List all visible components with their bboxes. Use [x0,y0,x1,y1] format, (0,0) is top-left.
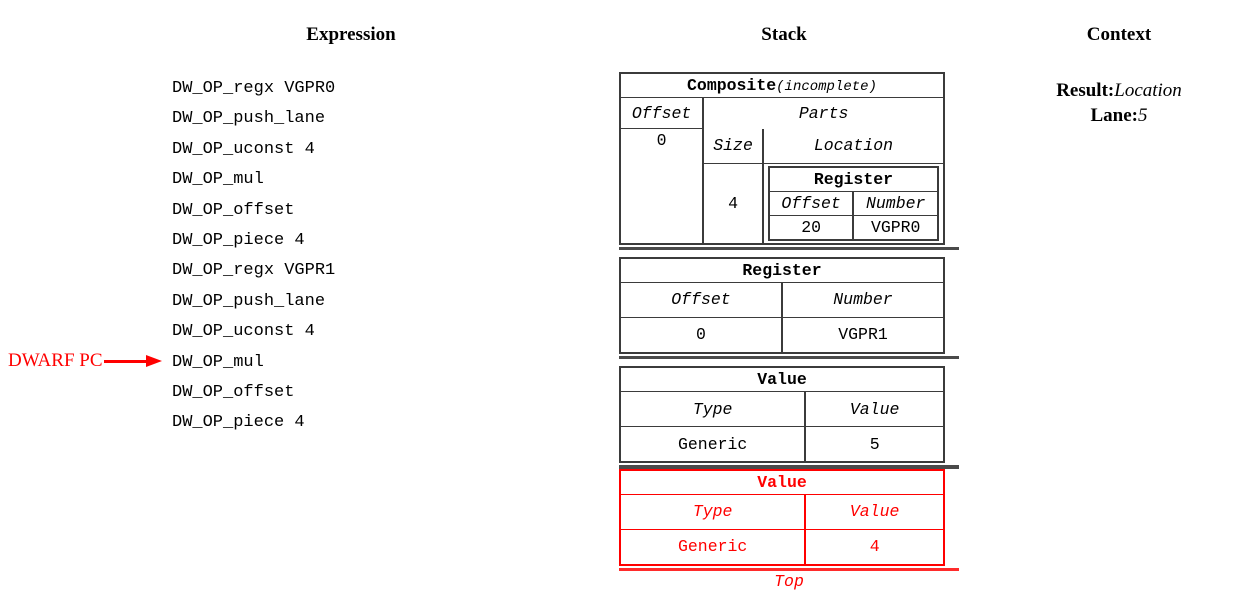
value-col2-header: Value [805,391,943,428]
value-top-col1-value: Generic [621,529,807,564]
value-top-table: Value Type Value Generic 4 [621,470,943,564]
nested-register-number-value: VGPR0 [870,217,921,237]
expression-op-line: DW_OP_push_lane [172,291,326,311]
expression-op-line: DW_OP_mul [172,352,264,372]
register-col2-header: Number [782,282,943,318]
composite-size-header: Size [703,128,764,164]
value-table: Value Type Value Generic 5 [621,368,943,462]
nested-register-offset-header: Offset [769,191,855,216]
composite-title-text: Composite [687,76,777,95]
expression-op-line: DW_OP_offset [172,383,295,403]
context-column: Result:Location Lane:5 [1019,78,1219,128]
stack-entry-baseline [619,355,959,360]
context-result-row: Result:Location [1019,78,1219,103]
stack-entry-baseline [619,567,959,572]
stack-entry-spacer [619,359,959,366]
context-lane-row: Lane:5 [1019,103,1219,128]
nested-register-table: Register Offset Number 20 VGPR0 [769,167,937,239]
expression-op-line: DW_OP_piece 4 [172,231,305,251]
composite-part-size: 4 [703,163,764,243]
register-col1-header: Offset [621,282,783,318]
expression-op-line: DW_OP_regx VGPR0 [172,79,336,98]
value-col1-header: Type [621,391,807,428]
nested-register-title: Register [769,167,937,192]
stack-entry-baseline [619,246,959,250]
column-heading-expression: Expression [306,24,396,45]
register-box: Register Offset Number 0 VGPR1 [619,256,945,354]
value-top-col2-header: Value [805,494,943,530]
composite-location-header: Location [762,128,943,164]
value-col1-value: Generic [621,426,807,462]
expression-op-list: DW_OP_regx VGPR0 DW_OP_push_lane DW_OP_u… [172,74,335,439]
composite-parts-header: Parts [798,103,849,123]
dwarf-pc-marker: DWARF PC [8,349,162,373]
composite-title: Composite(incomplete) [621,74,943,98]
value-top-title: Value [621,470,943,495]
register-table: Register Offset Number 0 VGPR1 [621,258,943,352]
context-lane-key: Lane: [1090,105,1139,126]
expression-op-line: DW_OP_mul [172,170,264,190]
dwarf-pc-label: DWARF PC [8,350,103,371]
nested-register-box: Register Offset Number 20 VGPR0 [767,165,939,241]
value-top-box: Value Type Value Generic 4 [619,468,945,566]
register-title: Register [621,258,943,283]
column-heading-stack: Stack [761,24,807,45]
nested-register-number-header: Number [853,191,937,216]
composite-box: Composite(incomplete) Offset Parts 0 Siz… [619,72,945,245]
value-title: Value [621,368,943,393]
nested-register-offset-value: 20 [769,215,855,239]
value-top-col1-header: Type [621,494,807,530]
expression-op-line: DW_OP_uconst 4 [172,139,315,159]
context-result-key: Result: [1056,80,1115,101]
stack-top-label: Top [774,572,804,592]
expression-op-line: DW_OP_push_lane [172,109,326,129]
composite-offset-header: Offset [621,97,705,129]
arrow-right-icon [103,355,162,367]
stack-entry-composite: Composite(incomplete) Offset Parts 0 Siz… [619,72,959,250]
expression-op-line: DW_OP_offset [172,200,295,220]
stack-entry-value: Value Type Value Generic 5 [619,366,959,469]
context-lane-value: 5 [1138,105,1148,126]
stack-entry-spacer [619,250,959,257]
value-top-col2-value: 4 [869,537,880,557]
composite-title-note: (incomplete) [776,79,877,95]
stack-entry-value-top: Value Type Value Generic 4 Top [619,468,959,592]
stack-entry-baseline [619,465,959,469]
value-box: Value Type Value Generic 5 [619,366,945,464]
register-col2-value: VGPR1 [838,325,888,345]
composite-table: Composite(incomplete) Offset Parts 0 Siz… [621,74,943,243]
column-heading-context: Context [1086,24,1152,45]
register-col1-value: 0 [621,317,783,352]
value-col2-value: 5 [869,434,880,454]
expression-op-line: DW_OP_uconst 4 [172,322,315,342]
stack-entry-register: Register Offset Number 0 VGPR1 [619,256,959,360]
composite-offset-value: 0 [621,128,705,243]
expression-op-line: DW_OP_regx VGPR1 [172,261,336,281]
expression-op-line: DW_OP_piece 4 [172,413,305,433]
stack-column: Composite(incomplete) Offset Parts 0 Siz… [619,72,959,591]
composite-part-location: Register Offset Number 20 VGPR0 [763,163,943,243]
context-result-value: Location [1114,80,1182,101]
